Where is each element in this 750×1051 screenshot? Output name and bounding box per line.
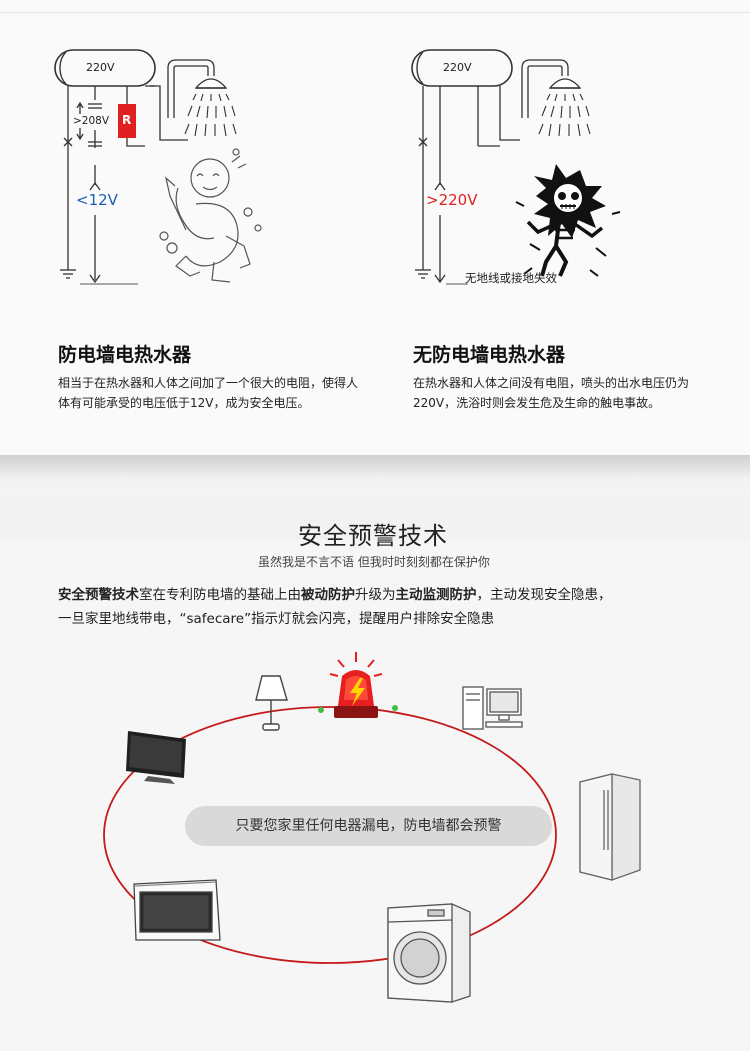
ground-failure-note: 无地线或接地失效	[465, 271, 557, 285]
electrocuted-skeleton-illustration	[515, 164, 621, 277]
right-title: 无防电墙电热水器	[413, 344, 566, 366]
right-heater-voltage: 220V	[443, 61, 472, 74]
left-heater-voltage: 220V	[86, 61, 115, 74]
left-circuit-diagram	[54, 49, 262, 285]
bathing-child-illustration	[159, 148, 262, 283]
range-hood-icon	[133, 879, 221, 941]
desktop-computer-icon	[462, 686, 523, 730]
loop-node-right	[392, 705, 398, 711]
left-description: 相当于在热水器和人体之间加了一个很大的电阻，使得人体有可能承受的电压低于12V，…	[58, 376, 359, 410]
water-heater-tank-left	[54, 49, 156, 87]
right-description: 在热水器和人体之间没有电阻，喷头的出水电压仍为220V，洗浴时则会发生危及生命的…	[413, 376, 690, 410]
warning-paragraph-2: 一旦家里地线带电，“safecare”指示灯就会闪亮，提醒用户排除安全隐患	[58, 611, 495, 627]
flat-tv-icon	[126, 731, 186, 784]
shower-head-left-icon	[167, 59, 237, 137]
comparison-panel	[0, 0, 750, 465]
warning-tagline: 虽然我是不言不语 但我时时刻刻都在保护你	[258, 555, 490, 569]
tank-cap	[59, 51, 67, 85]
safe-body-voltage: <12V	[76, 191, 118, 209]
shower-head-right-icon	[521, 59, 591, 137]
leak-warning-note: 只要您家里任何电器漏电，防电墙都会预警	[185, 806, 552, 846]
resistor-label: R	[122, 113, 132, 127]
water-heater-tank-right	[411, 49, 513, 87]
section-shadow	[0, 455, 750, 495]
alarm-light-icon	[329, 652, 383, 718]
warning-section-title: 安全预警技术	[298, 522, 448, 550]
left-gap-voltage: >208V	[73, 115, 110, 127]
loop-node-left	[318, 707, 324, 713]
top-divider	[0, 12, 750, 13]
left-title: 防电墙电热水器	[58, 344, 192, 366]
resistor-block	[118, 104, 136, 138]
right-circuit-diagram	[411, 49, 591, 285]
danger-body-voltage: >220V	[426, 191, 478, 209]
appliance-loop	[103, 706, 557, 964]
washing-machine-icon	[387, 903, 471, 1003]
refrigerator-icon	[579, 773, 641, 881]
warning-paragraph-1: 安全预警技术室在专利防电墙的基础上由被动防护升级为主动监测防护，主动发现安全隐患…	[58, 587, 612, 603]
table-lamp-icon	[255, 675, 288, 731]
bold-safety-warning: 安全预警技术	[58, 587, 139, 603]
